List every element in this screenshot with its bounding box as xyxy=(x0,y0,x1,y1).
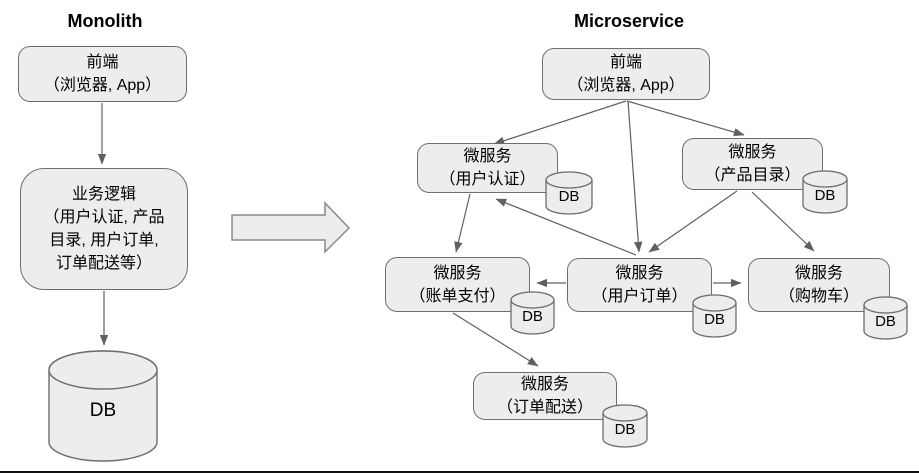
mono-db-label: DB xyxy=(89,400,117,421)
connector-catalog-to-orders xyxy=(648,190,738,253)
ms-auth-db-cylinder: DB xyxy=(545,171,593,215)
monolith-to-microservice-arrow xyxy=(231,201,351,254)
database-icon xyxy=(863,296,908,340)
mono-db-cylinder: DB xyxy=(48,350,158,462)
mono-frontend-box: 前端 （浏览器, App） xyxy=(18,46,187,102)
database-icon xyxy=(692,294,737,338)
mono-frontend-label: 前端 （浏览器, App） xyxy=(43,54,162,94)
database-icon xyxy=(48,350,158,462)
ms-delivery-db-cylinder: DB xyxy=(602,404,648,448)
connector-frontend-to-orders xyxy=(627,100,643,253)
ms-auth-box: 微服务 （用户认证） xyxy=(417,143,558,193)
connector-frontend-to-auth xyxy=(493,100,627,145)
ms-orders-db-label: DB xyxy=(704,311,725,328)
ms-cart-label: 微服务 （购物车） xyxy=(778,265,859,305)
ms-orders-label: 微服务 （用户订单） xyxy=(591,265,688,305)
database-icon xyxy=(802,170,848,214)
connector-orders-to-auth xyxy=(495,198,637,256)
database-icon xyxy=(545,171,593,215)
monolith-title: Monolith xyxy=(67,11,143,31)
ms-billing-db-cylinder: DB xyxy=(510,291,555,335)
database-icon xyxy=(510,291,555,335)
ms-billing-db-label: DB xyxy=(522,308,543,325)
ms-auth-label: 微服务 （用户认证） xyxy=(439,148,536,188)
ms-catalog-box: 微服务 （产品目录） xyxy=(682,138,823,190)
connector-auth-to-billing xyxy=(454,193,471,253)
mono-logic-label: 业务逻辑 （用户认证, 产品 目录, 用户订单, 订单配送等） xyxy=(43,186,165,272)
ms-delivery-label: 微服务 （订单配送） xyxy=(496,376,593,416)
ms-delivery-box: 微服务 （订单配送） xyxy=(473,372,617,420)
ms-catalog-db-label: DB xyxy=(814,187,836,204)
ms-auth-db-label: DB xyxy=(558,188,580,205)
database-icon xyxy=(602,404,648,448)
ms-orders-db-cylinder: DB xyxy=(692,294,737,338)
ms-billing-box: 微服务 （账单支付） xyxy=(385,257,530,312)
connector-frontend-to-catalog xyxy=(626,100,745,137)
ms-billing-label: 微服务 （账单支付） xyxy=(409,264,506,305)
mono-logic-box: 业务逻辑 （用户认证, 产品 目录, 用户订单, 订单配送等） xyxy=(20,168,188,290)
microservice-title: Microservice xyxy=(573,11,685,31)
ms-catalog-db-cylinder: DB xyxy=(802,170,848,214)
ms-catalog-label: 微服务 （产品目录） xyxy=(704,144,801,184)
ms-cart-db-label: DB xyxy=(875,313,896,330)
connector-billing-to-delivery xyxy=(452,312,539,367)
ms-cart-db-cylinder: DB xyxy=(863,296,908,340)
ms-frontend-box: 前端 （浏览器, App） xyxy=(542,48,710,100)
ms-frontend-label: 前端 （浏览器, App） xyxy=(567,54,685,94)
screenshot-bottom-edge xyxy=(0,471,919,473)
connector-catalog-to-cart xyxy=(751,191,815,252)
ms-delivery-db-label: DB xyxy=(614,421,636,438)
ms-orders-box: 微服务 （用户订单） xyxy=(567,258,712,312)
